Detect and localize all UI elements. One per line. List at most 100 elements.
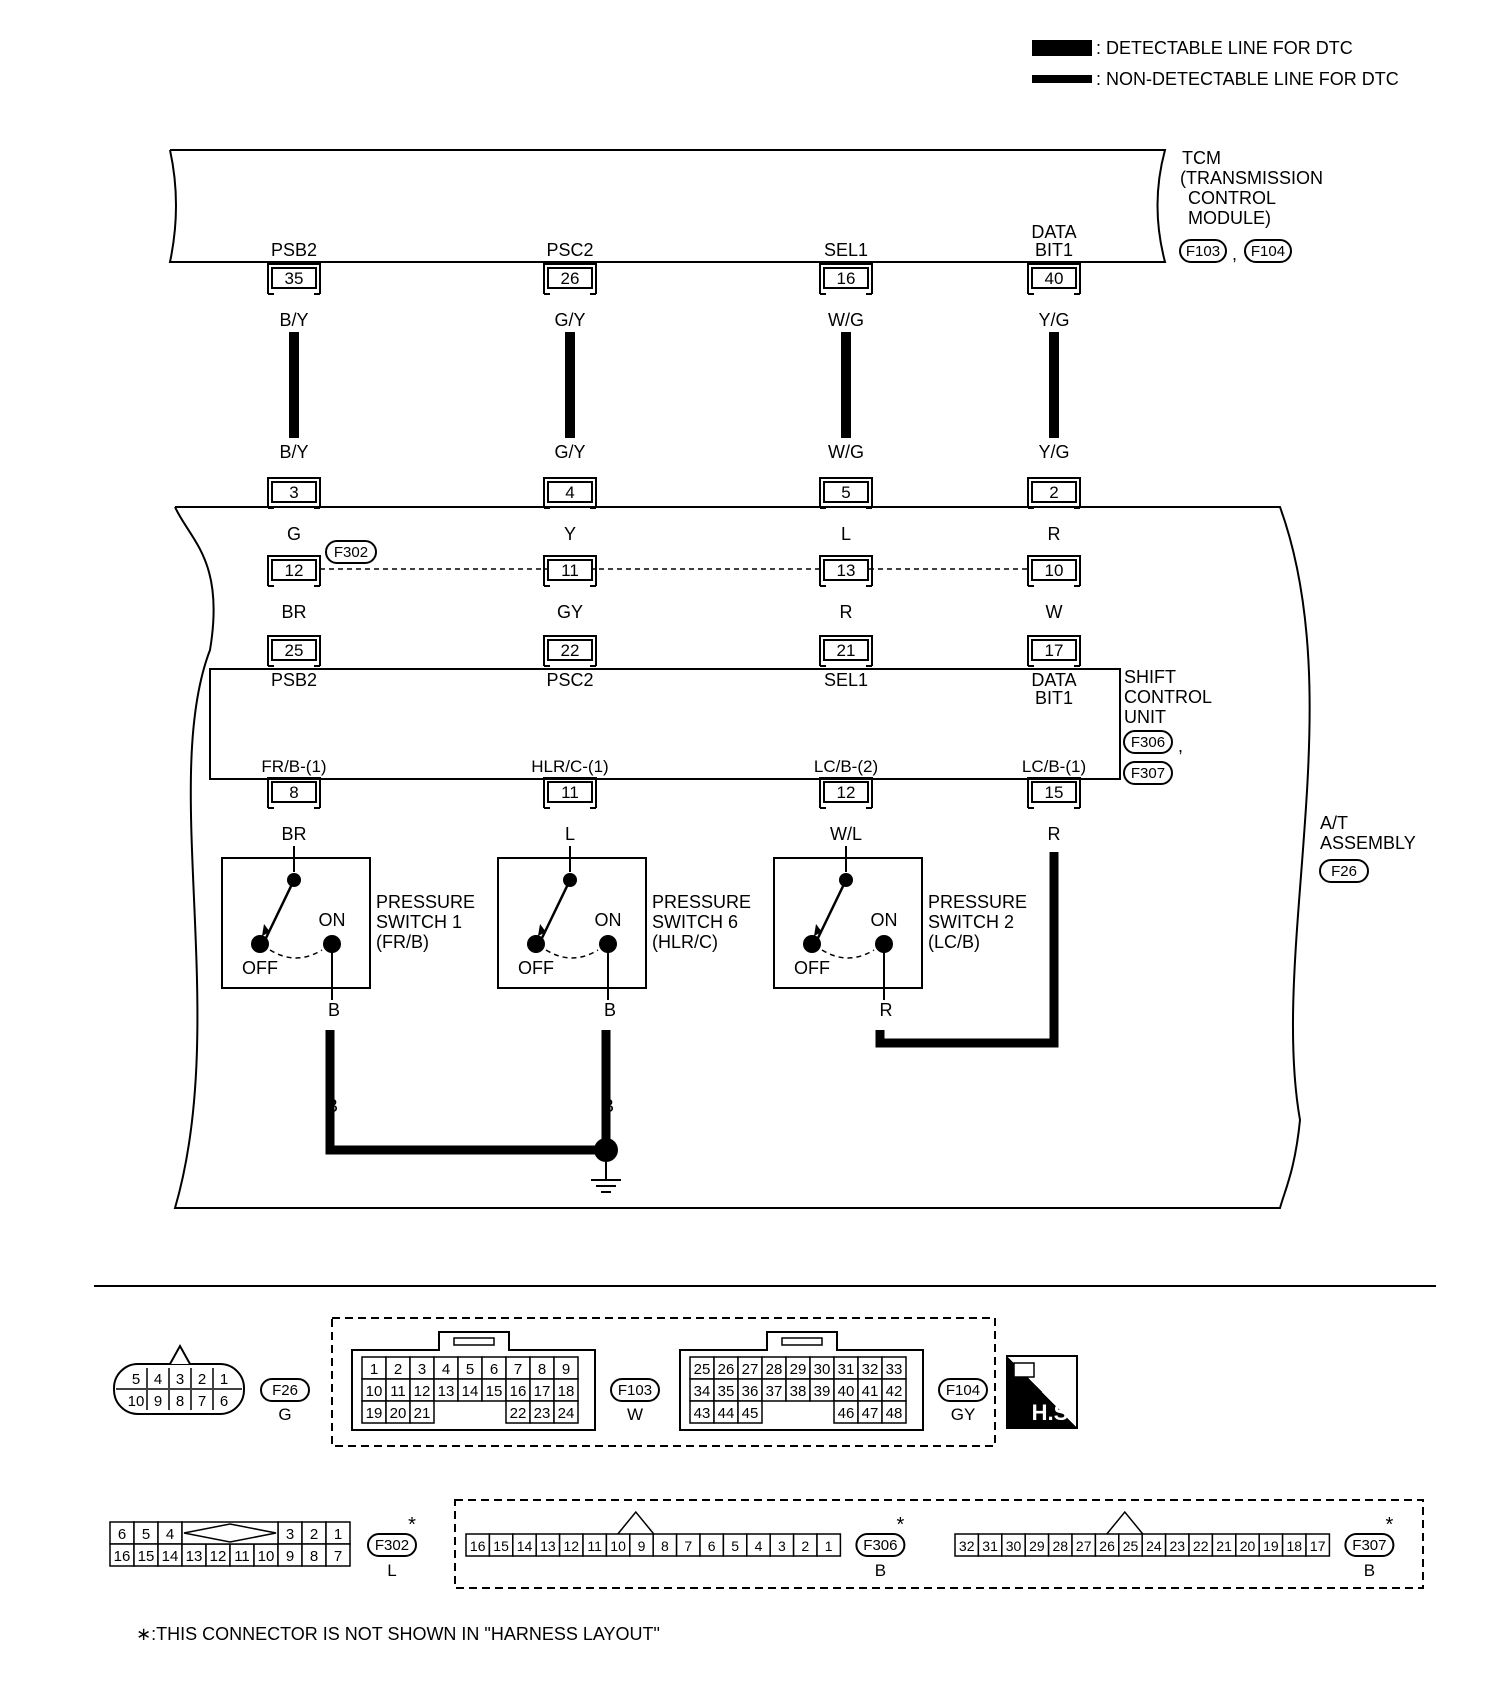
tcm-pin-number: 16 bbox=[837, 269, 856, 288]
switch-title-line1: PRESSURE bbox=[928, 892, 1027, 912]
f104-pin-number: 30 bbox=[814, 1361, 831, 1378]
connector-tag-f307 bbox=[1123, 761, 1173, 785]
legend-detectable-label: : DETECTABLE LINE FOR DTC bbox=[1096, 38, 1353, 58]
f104-tag bbox=[938, 1378, 988, 1402]
switch-title-line2: SWITCH 1 bbox=[376, 912, 462, 932]
scu-output-wire-color: BR bbox=[281, 824, 306, 844]
at-harness-wire-color: Y/G bbox=[1038, 442, 1069, 462]
f302-pin-number: 10 bbox=[258, 1548, 275, 1565]
f103-pin-number: 3 bbox=[418, 1361, 426, 1378]
switch-on-terminal bbox=[875, 935, 893, 953]
internal-wire-color-b: BR bbox=[281, 602, 306, 622]
legend: : DETECTABLE LINE FOR DTC : NON-DETECTAB… bbox=[1032, 38, 1399, 89]
switch-title-line1: PRESSURE bbox=[652, 892, 751, 912]
shift-control-unit-label: SHIFT CONTROL UNIT bbox=[1124, 667, 1216, 727]
at-connector-pin-box bbox=[823, 481, 869, 503]
switch-title-line3: (FR/B) bbox=[376, 932, 429, 952]
tcm-pin-bracket bbox=[819, 263, 873, 294]
tcm-wire-color: Y/G bbox=[1038, 310, 1069, 330]
f26-pin-number: 1 bbox=[220, 1371, 228, 1388]
f104-pin-number: 38 bbox=[790, 1383, 807, 1400]
shift-control-unit-block: SHIFT CONTROL UNIT F306 , F307 bbox=[209, 667, 1216, 785]
tcm-label: TCM (TRANSMISSION CONTROL MODULE) bbox=[1180, 148, 1328, 228]
f302-color: L bbox=[387, 1561, 396, 1580]
f306-cell bbox=[816, 1533, 842, 1557]
f104-cell bbox=[881, 1400, 907, 1424]
at-connector-pin-number: 4 bbox=[565, 483, 574, 502]
tcm-pin-bracket bbox=[267, 263, 321, 294]
f307-pin-number: 28 bbox=[1053, 1538, 1069, 1554]
tcm-signal-label-line1: DATA bbox=[1031, 222, 1076, 242]
scu-output-wire-color: R bbox=[1048, 824, 1061, 844]
f104-pin-number: 45 bbox=[742, 1405, 759, 1422]
f103-pin-number: 24 bbox=[558, 1405, 575, 1422]
scu-signal-label-line1: DATA bbox=[1031, 670, 1076, 690]
f104-cell bbox=[737, 1400, 763, 1424]
f306-pin-number: 3 bbox=[778, 1538, 786, 1554]
tcm-signal-label: SEL1 bbox=[824, 240, 868, 260]
f302-pin-number: 13 bbox=[186, 1548, 203, 1565]
switch-off-terminal bbox=[803, 935, 821, 953]
f306-color: B bbox=[875, 1561, 886, 1580]
tcm-pin-number: 26 bbox=[561, 269, 580, 288]
tcm-block: TCM (TRANSMISSION CONTROL MODULE) F103 ,… bbox=[168, 148, 1328, 264]
switch-box bbox=[221, 857, 371, 989]
f302-pin-number: 13 bbox=[837, 561, 856, 580]
f302-cell bbox=[325, 1543, 351, 1567]
f103-f104-dashed-frame bbox=[331, 1317, 996, 1447]
f26-pin-number: 10 bbox=[128, 1393, 145, 1410]
tcm-pin-bracket bbox=[543, 263, 597, 294]
at-connector-pin-bracket bbox=[819, 477, 873, 508]
f104-pin-number: 44 bbox=[718, 1405, 735, 1422]
scu-input-pin-box bbox=[547, 639, 593, 661]
switch-on-label: ON bbox=[595, 910, 622, 930]
scu-signal-label: PSC2 bbox=[546, 670, 593, 690]
f302-pin-box bbox=[547, 559, 593, 581]
f307-face-tag bbox=[1344, 1533, 1395, 1557]
f103-color: W bbox=[627, 1405, 643, 1424]
f103-pin-number: 7 bbox=[514, 1361, 522, 1378]
switch-lever bbox=[540, 879, 572, 939]
scu-connector-separator: , bbox=[1178, 736, 1183, 756]
switch-off-label: OFF bbox=[794, 958, 830, 978]
connector-tag-f103 bbox=[1179, 239, 1227, 263]
f302-star: * bbox=[408, 1514, 416, 1536]
f104-pin-number: 25 bbox=[694, 1361, 711, 1378]
f307-star: * bbox=[1386, 1514, 1394, 1536]
switch-travel-arc bbox=[269, 949, 323, 959]
internal-wire-color-a: Y bbox=[564, 524, 576, 544]
f306-pin-number: 6 bbox=[708, 1538, 716, 1554]
switch-off-terminal bbox=[251, 935, 269, 953]
scu-output-pin-bracket bbox=[1027, 777, 1081, 808]
ground-splice bbox=[594, 1138, 618, 1162]
f307-pin-number: 18 bbox=[1287, 1538, 1303, 1554]
switch-title-line3: (HLR/C) bbox=[652, 932, 718, 952]
f104-latch bbox=[781, 1337, 823, 1346]
hs-badge: H.S. bbox=[1006, 1355, 1078, 1429]
f103-pin-number: 9 bbox=[562, 1361, 570, 1378]
connector-tag-f306-label: F306 bbox=[1131, 734, 1165, 751]
scu-output-pin-bracket bbox=[819, 777, 873, 808]
f302-pin-box bbox=[271, 559, 317, 581]
scu-input-pin-bracket bbox=[543, 635, 597, 666]
switch6-ground-wire-color: B bbox=[602, 1096, 614, 1116]
switch-box bbox=[773, 857, 923, 989]
tcm-pin-number: 40 bbox=[1045, 269, 1064, 288]
f307-pin-number: 17 bbox=[1310, 1538, 1326, 1554]
f306-pin-number: 13 bbox=[540, 1538, 556, 1554]
f307-pin-number: 25 bbox=[1123, 1538, 1139, 1554]
scu-output-label: FR/B-(1) bbox=[261, 757, 326, 776]
f103-cell bbox=[409, 1400, 435, 1424]
footnote: ∗:THIS CONNECTOR IS NOT SHOWN IN "HARNES… bbox=[136, 1624, 660, 1644]
at-harness-wire-color: G/Y bbox=[554, 442, 585, 462]
scu-output-pin-number: 8 bbox=[289, 783, 298, 802]
switch-on-terminal bbox=[323, 935, 341, 953]
